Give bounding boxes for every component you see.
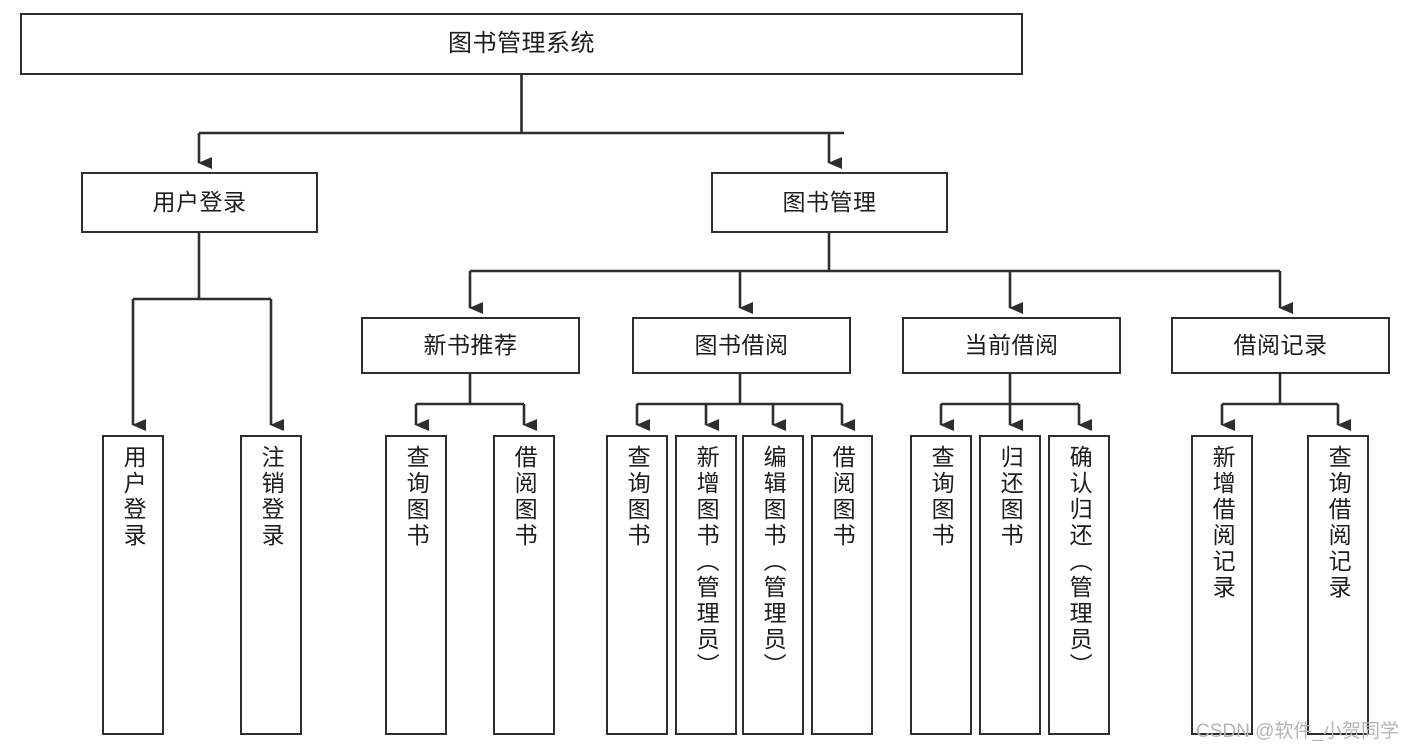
node-current-borrow-label: 当前借阅: [964, 331, 1059, 358]
node-book-borrow[interactable]: 图书借阅: [632, 317, 851, 374]
node-leaf-query-book-3[interactable]: 查询图书: [910, 435, 972, 735]
node-leaf-query-record-label: 查询借阅记录: [1325, 445, 1352, 601]
node-leaf-query-book-3-label: 查询图书: [928, 445, 955, 549]
node-book-manage-label: 图书管理: [782, 188, 877, 215]
node-leaf-query-book-1[interactable]: 查询图书: [385, 435, 447, 735]
node-leaf-query-book-2-label: 查询图书: [624, 445, 651, 549]
node-leaf-query-book-1-label: 查询图书: [403, 445, 430, 549]
node-leaf-borrow-book-2-label: 借阅图书: [829, 445, 856, 549]
node-leaf-borrow-book-1[interactable]: 借阅图书: [493, 435, 555, 735]
node-root[interactable]: 图书管理系统: [20, 13, 1023, 75]
node-leaf-return-book[interactable]: 归还图书: [979, 435, 1041, 735]
node-leaf-confirm-return-label: 确认归还（管理员）: [1066, 445, 1093, 679]
node-new-book-recommend-label: 新书推荐: [423, 331, 518, 358]
node-user-login[interactable]: 用户登录: [81, 172, 318, 233]
node-leaf-user-login[interactable]: 用户登录: [102, 435, 164, 735]
node-leaf-logout-login[interactable]: 注销登录: [240, 435, 302, 735]
node-leaf-add-book-label: 新增图书（管理员）: [693, 445, 720, 679]
node-leaf-edit-book[interactable]: 编辑图书（管理员）: [742, 435, 804, 735]
node-borrow-record-label: 借阅记录: [1233, 331, 1328, 358]
node-book-manage[interactable]: 图书管理: [711, 172, 948, 233]
watermark-text: CSDN @软件_小贺同学: [1196, 721, 1399, 742]
node-user-login-label: 用户登录: [152, 188, 247, 215]
node-leaf-add-book[interactable]: 新增图书（管理员）: [675, 435, 737, 735]
node-new-book-recommend[interactable]: 新书推荐: [361, 317, 580, 374]
node-leaf-logout-login-label: 注销登录: [258, 445, 285, 549]
node-root-label: 图书管理系统: [448, 29, 595, 57]
node-leaf-user-login-label: 用户登录: [120, 445, 147, 549]
node-leaf-query-book-2[interactable]: 查询图书: [606, 435, 668, 735]
node-leaf-borrow-book-1-label: 借阅图书: [511, 445, 538, 549]
node-leaf-return-book-label: 归还图书: [997, 445, 1024, 549]
node-leaf-borrow-book-2[interactable]: 借阅图书: [811, 435, 873, 735]
node-book-borrow-label: 图书借阅: [694, 331, 789, 358]
node-leaf-query-record[interactable]: 查询借阅记录: [1307, 435, 1369, 735]
node-leaf-add-record[interactable]: 新增借阅记录: [1191, 435, 1253, 735]
node-current-borrow[interactable]: 当前借阅: [902, 317, 1121, 374]
node-leaf-add-record-label: 新增借阅记录: [1209, 445, 1236, 601]
node-leaf-confirm-return[interactable]: 确认归还（管理员）: [1048, 435, 1110, 735]
node-leaf-edit-book-label: 编辑图书（管理员）: [760, 445, 787, 679]
node-borrow-record[interactable]: 借阅记录: [1171, 317, 1390, 374]
